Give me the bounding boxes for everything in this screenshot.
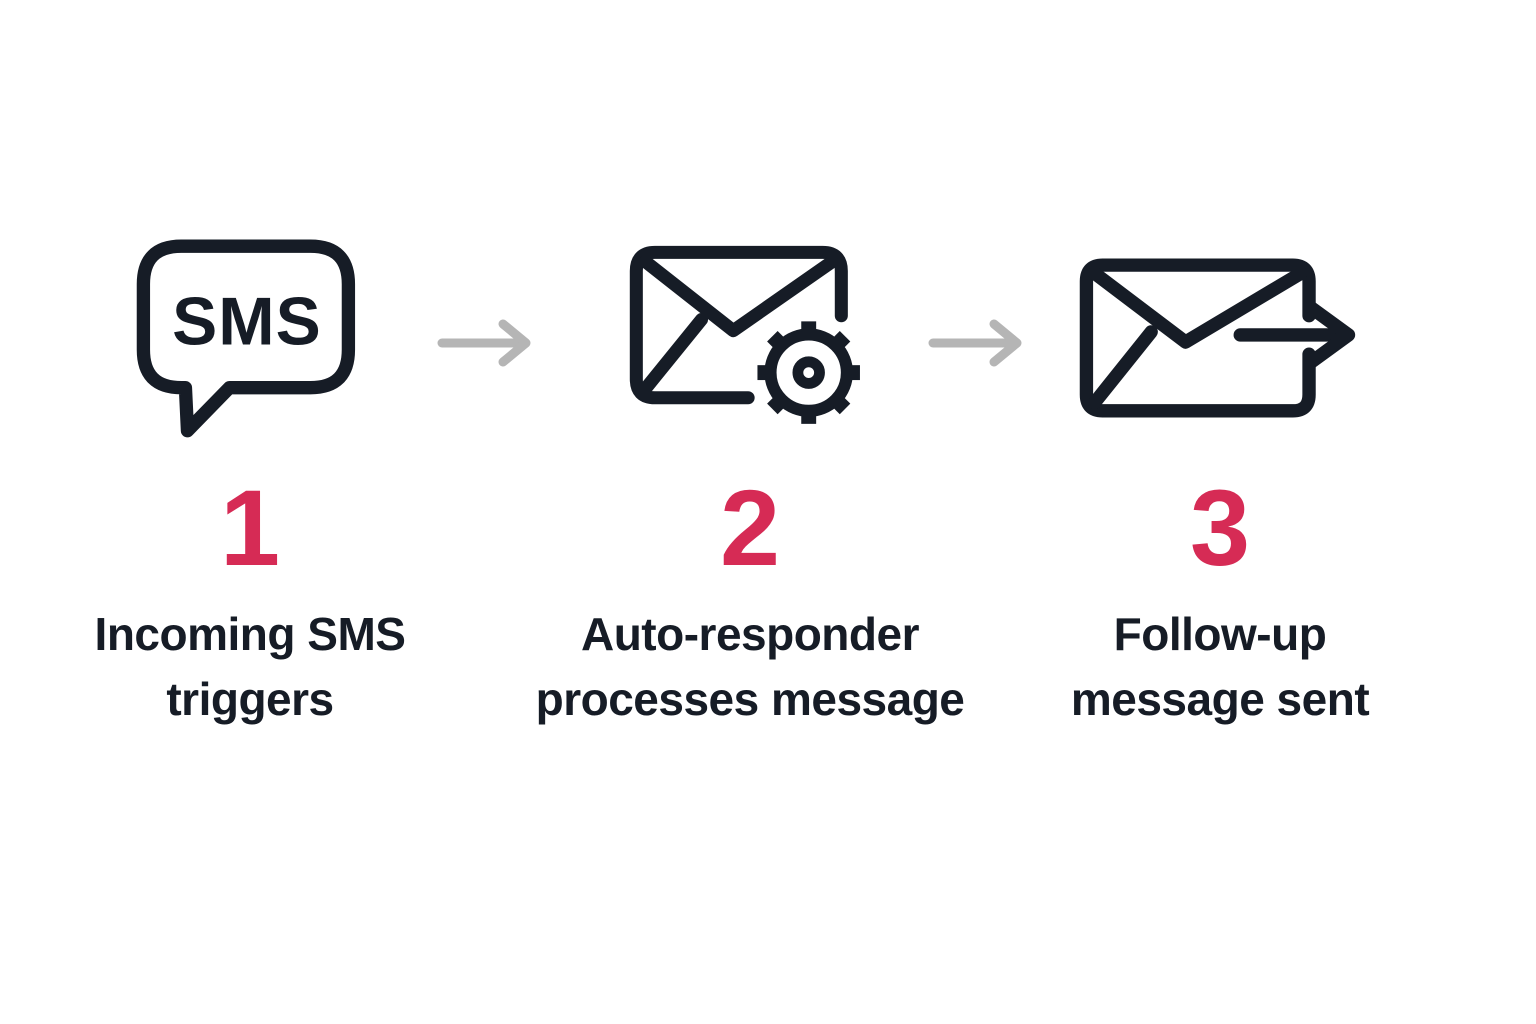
step-label-line: Auto-responder bbox=[580, 608, 919, 660]
step-3-icon-box bbox=[1076, 240, 1364, 440]
gear-icon bbox=[757, 321, 860, 424]
step-1: SMS 1 Incoming SMS triggers bbox=[20, 239, 480, 732]
step-1-icon-box: SMS bbox=[135, 239, 365, 440]
step-2-icon-box bbox=[627, 240, 873, 440]
step-3: 3 Follow-up message sent bbox=[990, 240, 1450, 732]
step-label-line: message sent bbox=[1070, 673, 1370, 725]
step-2: 2 Auto-responder processes message bbox=[520, 240, 980, 732]
sms-bubble-text: SMS bbox=[172, 284, 322, 359]
step-label-line: Incoming SMS bbox=[94, 608, 406, 660]
sms-speech-bubble-icon: SMS bbox=[136, 239, 356, 437]
step-number: 1 bbox=[219, 467, 281, 588]
step-number: 3 bbox=[1189, 467, 1251, 588]
step-label: Follow-up message sent bbox=[1070, 602, 1370, 732]
step-label-line: triggers bbox=[166, 673, 334, 725]
step-label: Incoming SMS triggers bbox=[95, 602, 406, 732]
flow-arrow-icon bbox=[928, 319, 1022, 367]
step-label-line: Follow-up bbox=[1113, 608, 1327, 660]
step-label-line: processes message bbox=[535, 673, 965, 725]
envelope-send-icon bbox=[1079, 258, 1356, 418]
step-label: Auto-responder processes message bbox=[536, 602, 965, 732]
flow-arrow-icon bbox=[437, 319, 531, 367]
step-number: 2 bbox=[719, 467, 781, 588]
envelope-gear-icon bbox=[629, 245, 860, 424]
send-arrow-icon bbox=[1233, 300, 1356, 369]
